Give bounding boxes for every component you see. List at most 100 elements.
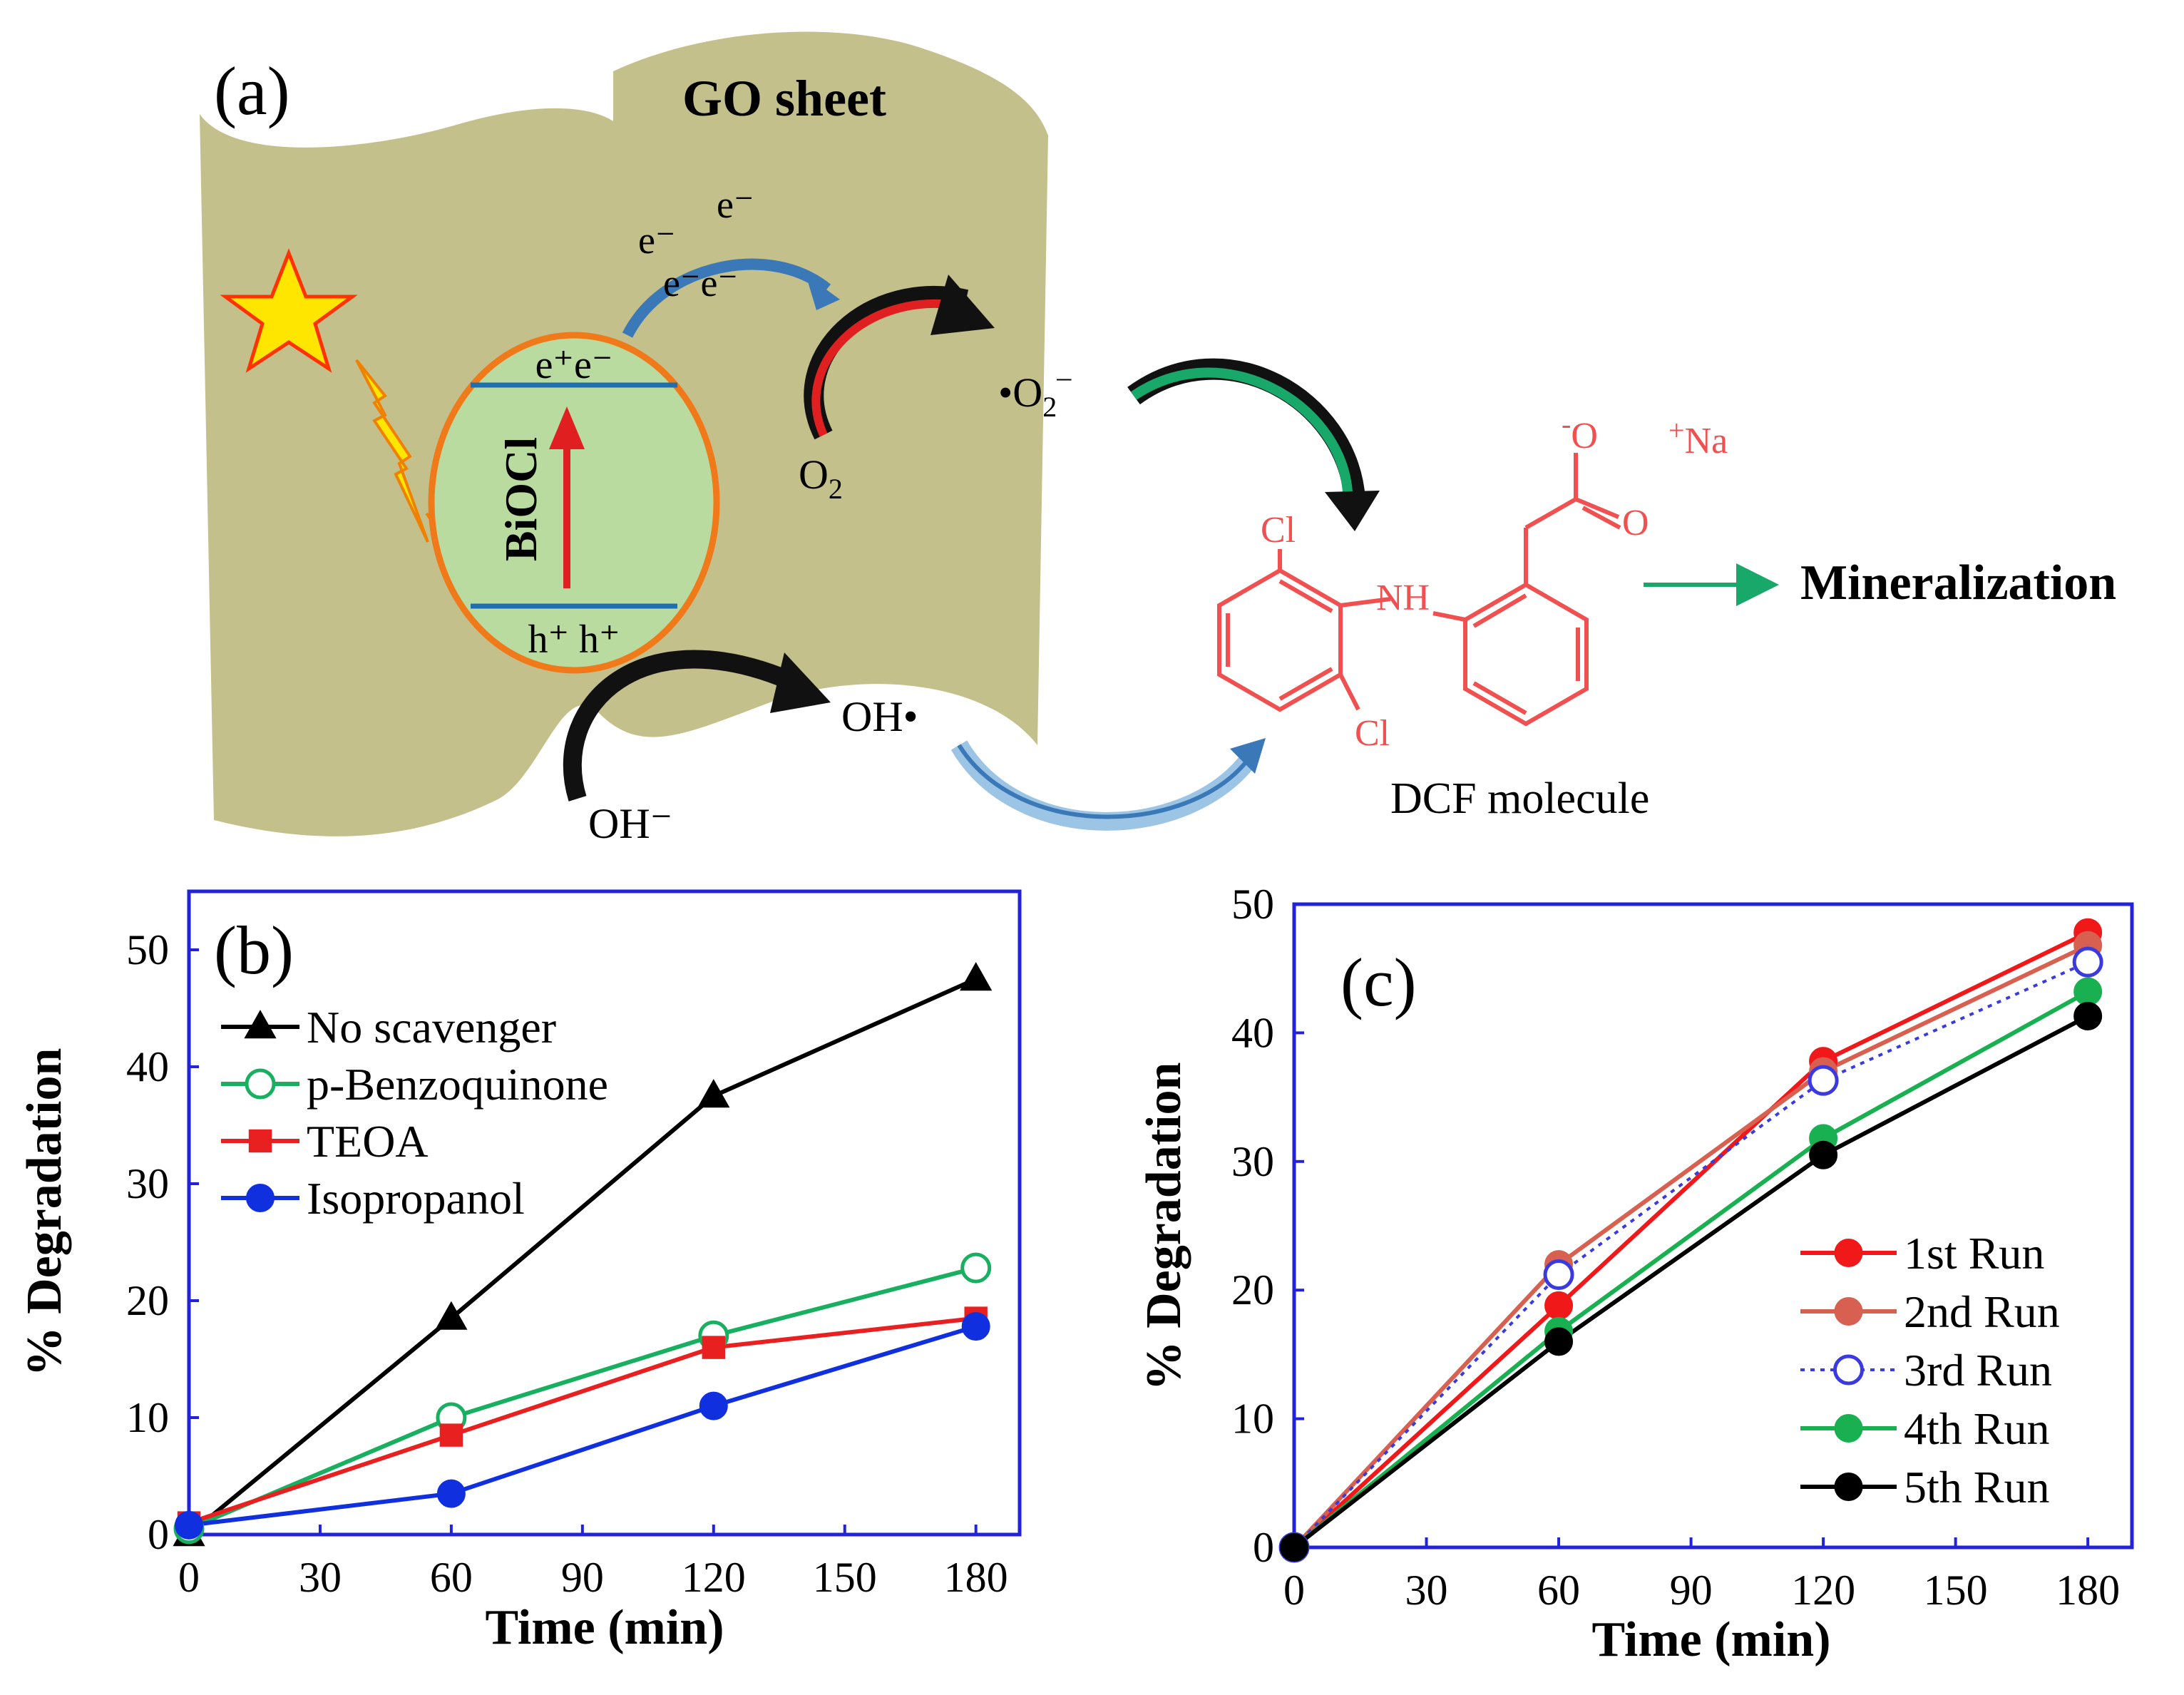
hydroxide-oxidation-arrow [563,650,803,802]
electron-transfer-arrow [622,258,831,338]
legend-label-4th-run: 4th Run [1904,1403,2049,1454]
legend-marker-no-scavenger [244,1010,277,1039]
data-point-isopropanol [699,1391,728,1420]
x-tick-label: 120 [1791,1567,1855,1614]
series-line-isopropanol [188,1324,977,1527]
data-point-3rd-run [1808,1065,1839,1096]
series-line-5th-run [1293,1014,2089,1550]
oxygen-reduction-arrowhead [930,275,995,335]
dcf-molecule [1217,453,1621,727]
x-tick-label: 180 [2056,1567,2120,1614]
series-line-teoa [188,1316,977,1525]
chart-b-ylabel: % Degradation [17,1048,72,1377]
y-tick-label: 40 [1231,1009,1274,1056]
x-tick-label: 150 [813,1554,877,1601]
transfer-electron-pair: e⁻e⁻ [663,262,738,304]
legend-label-5th-run: 5th Run [1904,1462,2049,1512]
series-line-no-scavenger [188,977,977,1537]
light-star-icon [220,248,358,373]
x-tick-label: 90 [561,1554,604,1601]
superoxide-label: •O2– [998,361,1072,423]
dcf-ring-left [1217,568,1343,712]
lightning-bolt-icon [355,359,429,543]
cb-electrons: e⁺e⁻ [535,343,613,387]
y-tick-label: 30 [1231,1138,1274,1185]
legend-label-2nd-run: 2nd Run [1904,1286,2060,1337]
legend-label-no-scavenger: No scavenger [307,1002,556,1053]
legend-marker-teoa [248,1129,272,1153]
y-tick-label: 30 [126,1160,169,1207]
legend-marker-4th-run [1834,1414,1863,1443]
x-tick-label: 30 [299,1554,342,1601]
atom-na: +Na [1668,414,1728,461]
y-tick-label: 50 [126,926,169,973]
hydroxyl-radical-label: OH• [841,693,918,740]
dcf-ring-right [1463,582,1589,727]
data-point-4th-run [2073,977,2103,1006]
chart-b-panel-label: (b) [214,912,294,988]
x-tick-label: 0 [178,1554,200,1601]
legend-marker-5th-run [1834,1473,1863,1501]
legend-marker-2nd-run [1834,1297,1863,1326]
y-tick-label: 10 [1231,1396,1274,1443]
series-line-4th-run [1293,990,2089,1550]
atom-o: O [1622,503,1649,543]
x-tick-label: 30 [1405,1567,1448,1614]
x-tick-label: 120 [682,1554,746,1601]
legend-marker-p-benzoquinone [245,1068,276,1100]
hydroxide-label: OH⁻ [588,800,672,847]
data-point-isopropanol [961,1312,990,1341]
data-point-5th-run [1280,1533,1308,1562]
y-tick-label: 40 [126,1043,169,1090]
data-point-no-scavenger [435,1301,468,1330]
mineralization-label: Mineralization [1800,555,2116,610]
series-line-3rd-run [1293,961,2088,1549]
data-point-no-scavenger [960,962,993,991]
series-line-1st-run [1292,930,2089,1550]
y-tick-label: 50 [1231,881,1274,928]
superoxide-attack-arrowhead [1325,491,1380,531]
vb-holes: h⁺ h⁺ [528,618,620,662]
y-tick-label: 10 [126,1394,169,1441]
hydroxyl-attack-arrow [950,740,1259,831]
data-point-isopropanol [175,1510,203,1540]
x-tick-label: 180 [944,1554,1008,1601]
legend-label-3rd-run: 3rd Run [1904,1345,2052,1396]
legend-marker-1st-run [1834,1239,1863,1267]
y-tick-label: 20 [126,1277,169,1324]
x-tick-label: 60 [1537,1567,1580,1614]
chart-b-xlabel: Time (min) [485,1600,724,1655]
chart-c-panel-label: (c) [1340,944,1417,1020]
legend-label-isopropanol: Isopropanol [307,1173,525,1224]
molecule-label: DCF molecule [1390,774,1649,823]
y-tick-label: 20 [1231,1266,1274,1314]
legend-label-p-benzoquinone: p-Benzoquinone [307,1059,608,1110]
chart-c-ylabel: % Degradation [1137,1062,1191,1391]
transfer-electron-right: e⁻ [717,183,754,226]
chart-c-xlabel: Time (min) [1591,1612,1830,1667]
electron-transfer-arrowhead [806,275,840,310]
biocl-particle [428,332,720,674]
data-point-3rd-run [1543,1259,1574,1291]
hydroxide-oxidation-arrowhead [770,652,831,713]
transfer-electron-left: e⁻ [638,219,675,262]
data-point-5th-run [1809,1140,1838,1169]
atom-nh: NH [1376,578,1430,618]
excitation-arrowhead [549,406,585,449]
go-sheet-label: GO sheet [682,70,886,127]
data-point-3rd-run [2072,946,2103,978]
panel-a-diagram: (a) GO sheet e⁺e⁻ h⁺ h⁺ BiOCl e⁻ e⁻ e⁻e⁻… [200,31,2116,847]
data-point-5th-run [1544,1327,1574,1356]
atom-cl-bottom: Cl [1355,713,1390,754]
chart-b-frame [187,889,1022,1537]
x-tick-label: 90 [1670,1567,1713,1614]
legend-label-1st-run: 1st Run [1904,1228,2044,1279]
legend-label-teoa: TEOA [307,1116,429,1167]
data-point-isopropanol [436,1479,466,1508]
x-tick-label: 150 [1924,1567,1988,1614]
data-point-teoa [702,1336,725,1359]
legend-marker-3rd-run [1833,1354,1864,1386]
